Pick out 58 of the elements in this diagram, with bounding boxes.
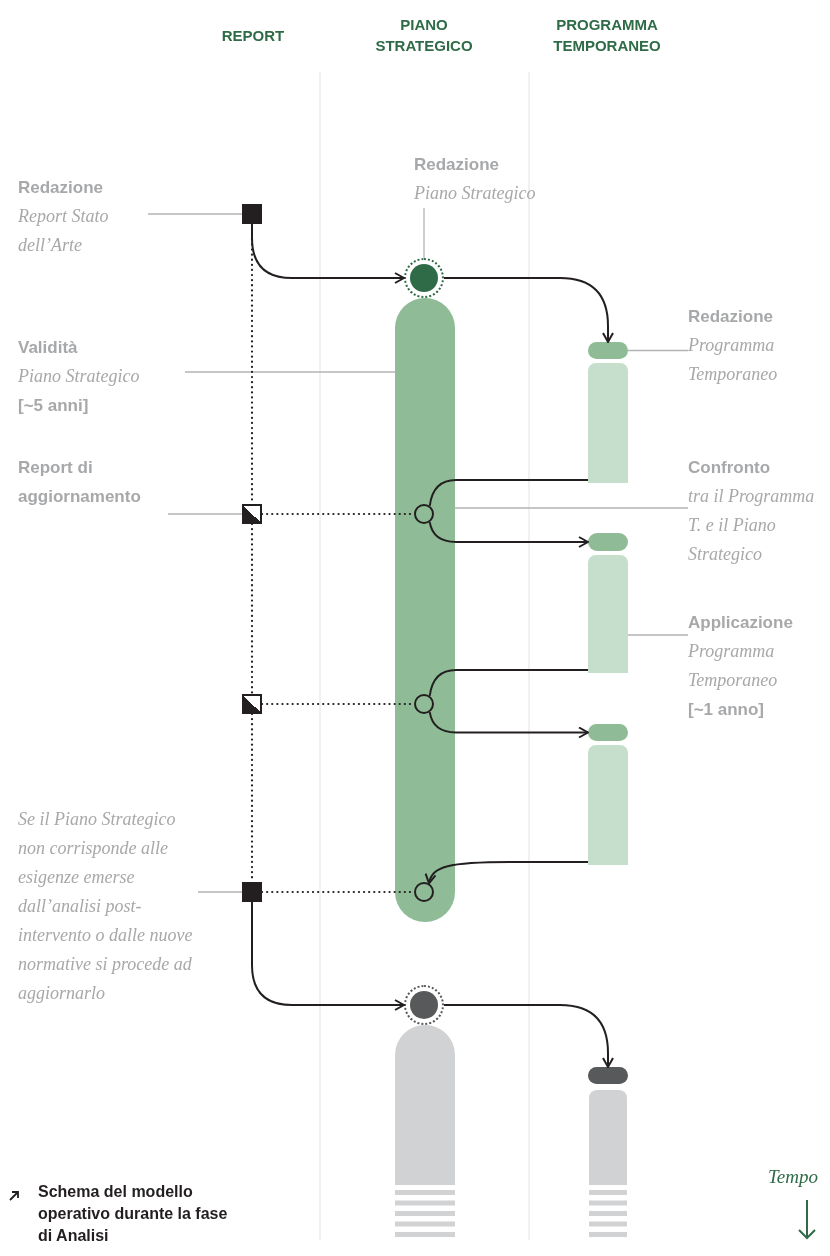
figure-caption: Schema del modello operativo durante la fase di Analisi bbox=[38, 1182, 229, 1246]
checkpoint-circle bbox=[414, 504, 434, 524]
leader-line bbox=[184, 371, 396, 373]
duration-text: [~5 anni] bbox=[18, 395, 90, 417]
milestone-square bbox=[242, 882, 262, 902]
arrow bbox=[443, 1004, 614, 1068]
start-pill bbox=[588, 1067, 628, 1084]
milestone-square bbox=[242, 204, 262, 224]
timeline-bar bbox=[395, 1025, 455, 1185]
description-text: Piano Strategico bbox=[414, 182, 537, 205]
leader-line bbox=[627, 349, 689, 352]
milestone-circle bbox=[404, 985, 444, 1025]
period-bar bbox=[588, 363, 628, 483]
description-text: Programma Temporaneo bbox=[688, 334, 779, 386]
step-title: Redazione bbox=[414, 154, 501, 176]
column-header: PROGRAMMA TEMPORANEO bbox=[552, 15, 662, 56]
connector-line bbox=[428, 479, 589, 507]
checkpoint-circle bbox=[414, 882, 434, 902]
start-pill bbox=[588, 342, 628, 359]
update-marker-square bbox=[242, 694, 262, 714]
description-text: Programma Temporaneo bbox=[688, 640, 779, 692]
update-marker-square bbox=[242, 504, 262, 524]
step-title: Report di aggiornamento bbox=[18, 457, 142, 508]
arrow bbox=[428, 711, 589, 739]
arrow bbox=[428, 521, 589, 548]
arrow bbox=[443, 277, 614, 343]
duration-text: [~1 anno] bbox=[688, 699, 766, 721]
step-title: Confronto bbox=[688, 457, 772, 479]
step-title: Redazione bbox=[688, 306, 775, 328]
leader-line bbox=[454, 507, 689, 509]
timeline-bar bbox=[395, 298, 455, 922]
arrow bbox=[425, 861, 589, 885]
description-text: tra il Programma T. e il Piano Strategico bbox=[688, 485, 816, 566]
start-pill bbox=[588, 724, 628, 741]
arrow bbox=[251, 901, 405, 1011]
period-bar bbox=[588, 555, 628, 673]
leader-line bbox=[627, 634, 689, 636]
start-pill bbox=[588, 533, 628, 551]
leader-line bbox=[167, 513, 243, 515]
description-text: Piano Strategico bbox=[18, 365, 141, 388]
axis-label: Tempo bbox=[768, 1165, 818, 1189]
leader-line bbox=[147, 213, 243, 215]
leader-line bbox=[197, 891, 243, 893]
checkpoint-circle bbox=[414, 694, 434, 714]
column-header: REPORT bbox=[220, 26, 286, 46]
arrow bbox=[251, 223, 405, 284]
step-title: Validità bbox=[18, 337, 79, 359]
column-header: PIANO STRATEGICO bbox=[374, 15, 474, 56]
period-bar bbox=[588, 745, 628, 865]
period-bar bbox=[589, 1090, 627, 1185]
description-text: Se il Piano Strategico non corrisponde alle esigenze emerse dall’analisi post-intervento o dalle nuove normative si procede ad aggiornarlo bbox=[18, 808, 194, 1005]
step-title: Redazione bbox=[18, 177, 105, 199]
dotted-line bbox=[250, 522, 254, 696]
description-text: Report Stato dell’Arte bbox=[18, 205, 110, 257]
leader-line bbox=[423, 207, 425, 259]
milestone-circle bbox=[404, 258, 444, 298]
connector-line bbox=[428, 669, 589, 697]
step-title: Applicazione bbox=[688, 612, 794, 634]
